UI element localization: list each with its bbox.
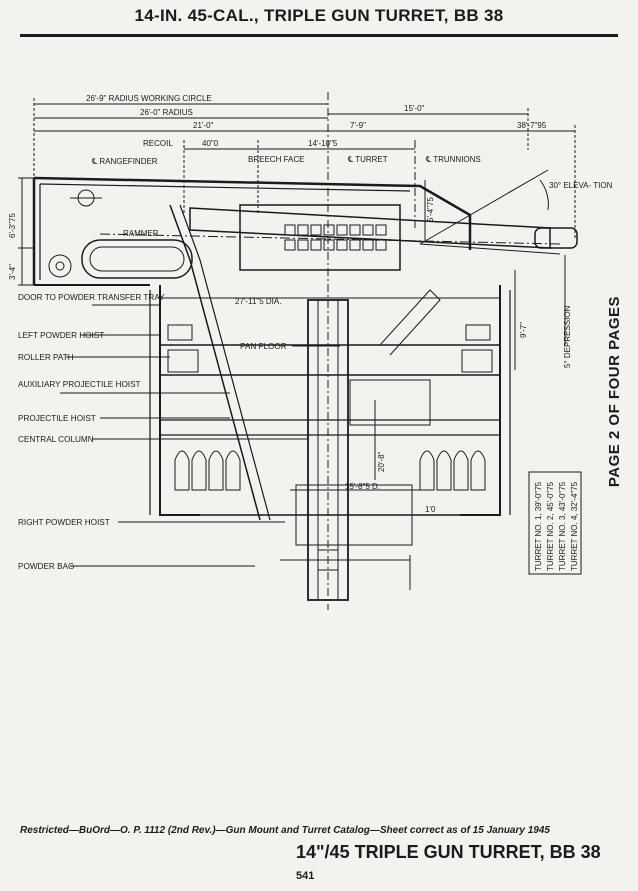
cl-turret-label: ℄ TURRET [347, 155, 388, 164]
pan-floor-label: PAN FLOOR [240, 342, 287, 351]
radius-dim: 26'-0" RADIUS [140, 108, 193, 117]
seven-nine-dim: 7'-9" [350, 121, 366, 130]
thirtyeight-dim: 38'-7"95 [517, 121, 547, 130]
left-hoist-label: LEFT POWDER HOIST [18, 331, 104, 340]
door-label: DOOR TO POWDER TRANSFER TRAY [18, 293, 165, 302]
footer-title: 14"/45 TRIPLE GUN TURRET, BB 38 [296, 842, 601, 862]
footer-note: Restricted—BuOrd—O. P. 1112 (2nd Rev.)—G… [20, 825, 550, 836]
powder-bag-label: POWDER BAG [18, 562, 74, 571]
recoil-dim: RECOIL [143, 139, 173, 148]
working-circle-dim: 26'-9" RADIUS WORKING CIRCLE [86, 94, 212, 103]
recoil-value-dim: 40"0 [202, 139, 219, 148]
five-four-dim: 5'-4"75 [426, 197, 435, 222]
fifteen-eight-dim: 15'-8"5 D. [345, 482, 380, 491]
turret-row-4: TURRET NO. 4, 32'-4"75 [570, 481, 579, 571]
twentyone-dim: 21'-0" [193, 121, 214, 130]
six-three-dim: 6'-3"75 [8, 213, 17, 238]
page-side-label: PAGE 2 OF FOUR PAGES [606, 296, 623, 488]
turret-row-1: TURRET NO. 1, 39'-0"75 [534, 481, 543, 571]
central-column-label: CENTRAL COLUMN [18, 435, 94, 444]
fifteen-dim: 15'-0" [404, 104, 425, 113]
elevation-label: 30° ELEVA- TION [549, 181, 613, 190]
roller-path-label: ROLLER PATH [18, 353, 74, 362]
twenty-eight-dim: 20'-8" [377, 451, 386, 472]
cl-rangefinder-label: ℄ RANGEFINDER [91, 157, 158, 166]
rammer-label: RAMMER [123, 229, 159, 238]
cl-trunnions-label: ℄ TRUNNIONS [425, 155, 481, 164]
page-number: 541 [296, 870, 315, 882]
right-hoist-label: RIGHT POWDER HOIST [18, 518, 110, 527]
breech-face-label: BREECH FACE [248, 155, 304, 164]
page-title: 14-IN. 45-CAL., TRIPLE GUN TURRET, BB 38 [134, 6, 504, 25]
fourteen-dim: 14'-10"5 [308, 139, 338, 148]
aux-hoist-label: AUXILIARY PROJECTILE HOIST [18, 380, 141, 389]
depression-label: 5° DEPRESSION [563, 305, 572, 368]
turret-row-2: TURRET NO. 2, 45'-0"75 [546, 481, 555, 571]
nine-seven-dim: 9'-7" [519, 322, 528, 338]
three-four-dim: 3'-4" [8, 264, 17, 280]
title-rule [20, 34, 618, 37]
dia-dim: 27'-11"5 DIA. [235, 297, 281, 306]
proj-hoist-label: PROJECTILE HOIST [18, 414, 96, 423]
turret-row-3: TURRET NO. 3, 43'-0"75 [558, 481, 567, 571]
one-zero-dim: 1'0 [425, 505, 436, 514]
